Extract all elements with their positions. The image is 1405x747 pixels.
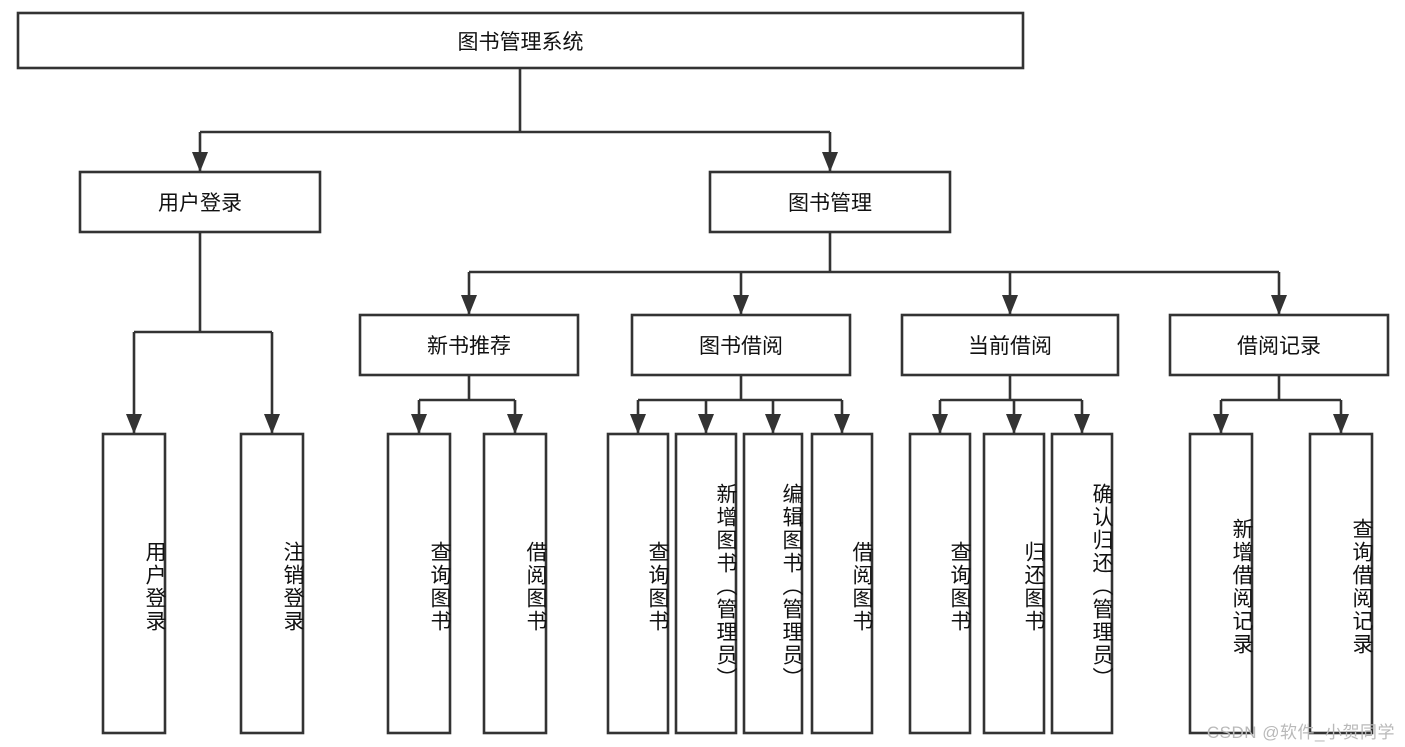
leaf-user-logout-arrow-icon bbox=[264, 414, 280, 434]
watermark-text: CSDN @软件_小贺同学 bbox=[1206, 723, 1395, 742]
node-box-leaf-user-login[interactable] bbox=[101, 432, 167, 735]
node-box-borrow-record[interactable] bbox=[1168, 313, 1390, 377]
node-box-root[interactable] bbox=[16, 11, 1025, 70]
book-management-arrow-icon bbox=[822, 152, 838, 172]
leaf-edit-book-arrow-icon bbox=[765, 414, 781, 434]
node-box-current-borrow[interactable] bbox=[900, 313, 1120, 377]
leaf-query-book-recommend-arrow-icon bbox=[411, 414, 427, 434]
node-box-leaf-add-book[interactable] bbox=[674, 432, 738, 735]
leaf-user-login-arrow-icon bbox=[126, 414, 142, 434]
node-box-user-login[interactable] bbox=[78, 170, 322, 234]
leaf-confirm-return-arrow-icon bbox=[1074, 414, 1090, 434]
leaf-query-borrow-record-arrow-icon bbox=[1333, 414, 1349, 434]
node-box-leaf-user-logout[interactable] bbox=[239, 432, 305, 735]
node-box-leaf-query-book-current[interactable] bbox=[908, 432, 972, 735]
node-box-layer bbox=[16, 11, 1390, 735]
node-box-book-management[interactable] bbox=[708, 170, 952, 234]
leaf-add-book-arrow-icon bbox=[698, 414, 714, 434]
leaf-borrow-book-recommend-arrow-icon bbox=[507, 414, 523, 434]
node-box-leaf-add-borrow-record[interactable] bbox=[1188, 432, 1254, 735]
leaf-borrow-book-arrow-icon bbox=[834, 414, 850, 434]
node-box-leaf-query-borrow-record[interactable] bbox=[1308, 432, 1374, 735]
connector-layer bbox=[126, 68, 1349, 434]
node-box-new-book-recommend[interactable] bbox=[358, 313, 580, 377]
node-box-leaf-return-book[interactable] bbox=[982, 432, 1046, 735]
user-login-arrow-icon bbox=[192, 152, 208, 172]
leaf-add-borrow-record-arrow-icon bbox=[1213, 414, 1229, 434]
borrow-record-arrow-icon bbox=[1271, 295, 1287, 315]
current-borrow-arrow-icon bbox=[1002, 295, 1018, 315]
node-box-leaf-confirm-return[interactable] bbox=[1050, 432, 1114, 735]
book-borrow-arrow-icon bbox=[733, 295, 749, 315]
node-box-leaf-borrow-book-recommend[interactable] bbox=[482, 432, 548, 735]
node-box-leaf-query-book-recommend[interactable] bbox=[386, 432, 452, 735]
node-box-book-borrow[interactable] bbox=[630, 313, 852, 377]
node-box-leaf-edit-book[interactable] bbox=[742, 432, 804, 735]
new-book-recommend-arrow-icon bbox=[461, 295, 477, 315]
leaf-query-book-current-arrow-icon bbox=[932, 414, 948, 434]
leaf-query-book-borrow-arrow-icon bbox=[630, 414, 646, 434]
leaf-return-book-arrow-icon bbox=[1006, 414, 1022, 434]
node-box-leaf-borrow-book[interactable] bbox=[810, 432, 874, 735]
node-box-leaf-query-book-borrow[interactable] bbox=[606, 432, 670, 735]
